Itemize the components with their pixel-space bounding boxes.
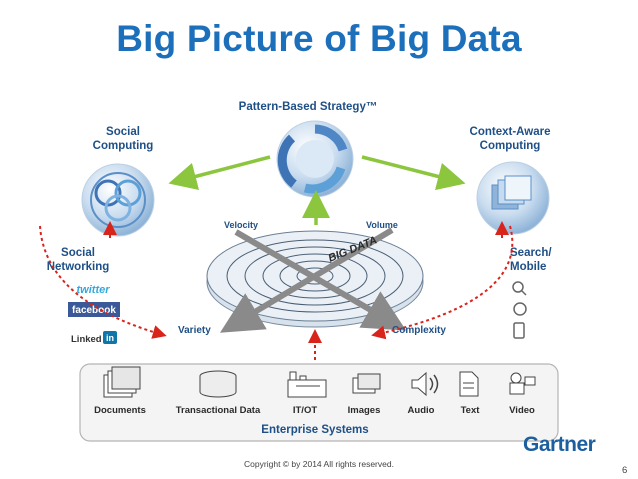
database-icon xyxy=(199,370,237,398)
enterprise-item-text: Text xyxy=(461,405,481,416)
pattern-cycle-icon xyxy=(276,120,354,198)
search-mobile-line2: Mobile xyxy=(510,261,546,273)
enterprise-item-images: Images xyxy=(348,405,381,416)
enterprise-item-audio: Audio xyxy=(408,405,435,416)
enterprise-systems-title: Enterprise Systems xyxy=(261,424,368,436)
context-aware-line1: Context-Aware xyxy=(470,126,551,138)
search-mobile-line1: Search/ xyxy=(510,247,552,259)
social-networking-line2: Networking xyxy=(47,261,110,273)
enterprise-item-documents: Documents xyxy=(94,405,146,416)
volume-variety-arrow xyxy=(219,227,394,333)
social-computing-icon xyxy=(81,163,155,237)
twitter-logo: twitter xyxy=(77,284,111,296)
video-camera-icon xyxy=(509,372,536,395)
facebook-logo: facebook xyxy=(72,305,116,316)
slide-title: Big Picture of Big Data xyxy=(116,18,522,59)
pattern-strategy-label: Pattern-Based Strategy™ xyxy=(239,101,378,113)
documents-icon xyxy=(103,366,141,398)
volume-label: Volume xyxy=(366,220,398,230)
enterprise-item-video: Video xyxy=(509,405,535,416)
page-number: 6 xyxy=(622,465,628,476)
velocity-label: Velocity xyxy=(224,220,258,230)
social-networking-line1: Social xyxy=(61,247,95,259)
complexity-label: Complexity xyxy=(392,325,446,336)
social-computing-line1: Social xyxy=(106,126,140,138)
phone-icon xyxy=(513,322,525,339)
factory-icon xyxy=(287,371,327,398)
green-arrow-left xyxy=(168,155,271,191)
refresh-icon xyxy=(513,302,527,316)
images-icon xyxy=(352,373,381,394)
red-dotted-left-curve xyxy=(39,225,167,339)
linkedin-logo-box xyxy=(103,331,117,344)
red-dotted-right-curve xyxy=(371,225,514,340)
gartner-logo: Gartner xyxy=(523,433,596,456)
linkedin-logo-text: Linked xyxy=(71,334,102,345)
linkedin-logo-in: in xyxy=(106,333,114,343)
context-aware-icon xyxy=(476,161,550,235)
green-arrow-right xyxy=(361,155,466,191)
social-computing-line2: Computing xyxy=(93,140,154,152)
context-aware-line2: Computing xyxy=(480,140,541,152)
variety-label: Variety xyxy=(178,325,211,336)
search-mobile-icons xyxy=(512,281,527,339)
magnifier-icon xyxy=(512,281,524,293)
copyright-footer: Copyright © by 2014 All rights reserved. xyxy=(244,459,394,469)
enterprise-item-itot: IT/OT xyxy=(293,405,317,416)
speaker-icon xyxy=(411,371,439,397)
enterprise-item-transactional: Transactional Data xyxy=(176,405,261,416)
text-document-icon xyxy=(459,371,479,397)
